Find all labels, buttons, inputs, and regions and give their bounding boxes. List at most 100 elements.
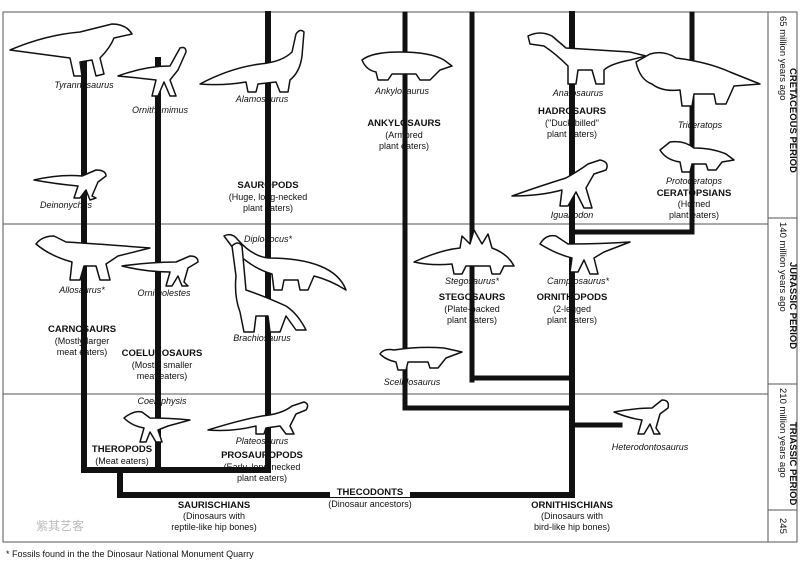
watermark: 紫其艺客	[36, 518, 84, 533]
group-saurischians: SAURISCHIANS (Dinosaurs with reptile-lik…	[171, 500, 257, 532]
svg-text:65 million years ago: 65 million years ago	[777, 16, 788, 101]
thecodonts-heading: THECODONTS	[337, 487, 404, 498]
svg-text:245: 245	[777, 518, 788, 534]
group-ornithischians: ORNITHISCHIANS (Dinosaurs with bird-like…	[531, 500, 613, 532]
heterodontosaurus-figure	[613, 399, 670, 435]
svg-text:ANKYLOSAURS: ANKYLOSAURS	[367, 118, 440, 129]
svg-text:bird-like hip bones): bird-like hip bones)	[534, 522, 610, 532]
label-allosaurus: Allosaurus*	[58, 285, 105, 295]
svg-text:plant eaters): plant eaters)	[379, 141, 429, 151]
camptosaurus-figure	[539, 234, 631, 275]
svg-text:COELUROSAURS: COELUROSAURS	[122, 348, 203, 359]
ankylosaurus-figure	[361, 51, 453, 81]
label-diplodocus: Diplodocus*	[244, 234, 293, 244]
label-ankylosaurus: Ankylosaurus	[374, 86, 430, 96]
svg-text:(Dinosaurs with: (Dinosaurs with	[541, 511, 603, 521]
svg-text:(Mostly smaller: (Mostly smaller	[132, 360, 193, 370]
svg-text:plant eaters): plant eaters)	[447, 315, 497, 325]
svg-text:PROSAUROPODS: PROSAUROPODS	[221, 450, 303, 461]
iguanodon-figure	[511, 159, 608, 209]
svg-text:("Duck-billed": ("Duck-billed"	[545, 118, 599, 128]
svg-text:CERATOPSIANS: CERATOPSIANS	[657, 188, 732, 199]
footnote: * Fossils found in the the Dinosaur Nati…	[6, 549, 254, 559]
svg-text:plant eaters): plant eaters)	[237, 473, 287, 483]
label-tyrannosaurus: Tyrannosaurus	[54, 80, 114, 90]
svg-text:(Horned: (Horned	[678, 199, 711, 209]
svg-text:plant eaters): plant eaters)	[669, 210, 719, 220]
svg-text:TRIASSIC PERIOD: TRIASSIC PERIOD	[787, 422, 798, 506]
group-theropods: THEROPODS (Meat eaters)	[92, 444, 152, 466]
svg-text:JURASSIC PERIOD: JURASSIC PERIOD	[787, 262, 798, 349]
period-cretaceous: 65 million years ago CRETACEOUS PERIOD	[777, 16, 798, 173]
group-coelurosaurs: COELUROSAURS (Mostly smaller meat eaters…	[122, 348, 203, 381]
svg-text:(Armored: (Armored	[385, 130, 423, 140]
label-heterodontosaurus: Heterodontosaurus	[612, 442, 689, 452]
ornitholestes-figure	[121, 255, 199, 287]
label-stegosaurus: Stegosaurus*	[445, 276, 500, 286]
coelophysis-figure	[123, 410, 191, 443]
svg-text:140 million years ago: 140 million years ago	[777, 222, 788, 312]
stegosaurus-figure	[413, 229, 515, 275]
label-protoceratops: Protoceratops	[666, 176, 723, 186]
svg-text:SAUROPODS: SAUROPODS	[237, 180, 298, 191]
svg-text:plant eaters): plant eaters)	[547, 129, 597, 139]
tyrannosaurus-figure	[9, 23, 133, 77]
svg-text:(Huge, long-necked: (Huge, long-necked	[229, 192, 308, 202]
silhouettes	[9, 23, 761, 443]
group-prosauropods: PROSAUROPODS (Early, long-necked plant e…	[221, 450, 303, 483]
svg-text:CRETACEOUS PERIOD: CRETACEOUS PERIOD	[787, 68, 798, 173]
protoceratops-figure	[659, 140, 735, 173]
label-camptosaurus: Camptosaurus*	[547, 276, 610, 286]
triceratops-figure	[635, 51, 761, 107]
plateosaurus-figure	[207, 401, 309, 435]
period-triassic: 210 million years ago TRIASSIC PERIOD	[777, 388, 798, 506]
label-triceratops: Triceratops	[678, 120, 723, 130]
svg-text:(Dinosaur ancestors): (Dinosaur ancestors)	[328, 499, 412, 509]
svg-text:(Mostly larger: (Mostly larger	[55, 336, 110, 346]
scelidosaurus-figure	[379, 346, 463, 371]
frame	[2, 11, 798, 543]
group-hadrosaurs: HADROSAURS ("Duck-billed" plant eaters)	[538, 106, 606, 139]
deinonychus-figure	[33, 169, 107, 201]
period-base-age: 245	[777, 518, 788, 534]
label-brachiosaurus: Brachiosaurus	[233, 333, 291, 343]
group-sauropods: SAUROPODS (Huge, long-necked plant eater…	[229, 180, 308, 213]
group-ceratopsians: CERATOPSIANS (Horned plant eaters)	[657, 188, 732, 220]
svg-text:SAURISCHIANS: SAURISCHIANS	[178, 500, 250, 511]
label-iguanodon: Iguanodon	[551, 210, 594, 220]
group-ornithopods: ORNITHOPODS (2-legged plant eaters)	[537, 292, 608, 325]
svg-text:ORNITHISCHIANS: ORNITHISCHIANS	[531, 500, 613, 511]
svg-text:(Dinosaurs with: (Dinosaurs with	[183, 511, 245, 521]
svg-text:ORNITHOPODS: ORNITHOPODS	[537, 292, 608, 303]
brachiosaurus-figure	[231, 242, 307, 333]
label-ornithomimus: Ornithomimus	[132, 105, 189, 115]
svg-text:reptile-like hip bones): reptile-like hip bones)	[171, 522, 257, 532]
label-alamosaurus: Alamosaurus	[235, 94, 289, 104]
label-scelidosaurus: Scelidosaurus	[384, 377, 441, 387]
group-carnosaurs: CARNOSAURS (Mostly larger meat eaters)	[48, 324, 116, 357]
svg-text:(Meat eaters): (Meat eaters)	[95, 456, 149, 466]
svg-text:meat eaters): meat eaters)	[137, 371, 188, 381]
label-coelophysis: Coelophysis	[137, 396, 187, 406]
group-stegosaurs: STEGOSAURS (Plate-backed plant eaters)	[439, 292, 506, 325]
group-labels: ANKYLOSAURS (Armored plant eaters) HADRO…	[48, 106, 731, 532]
diplodocus-figure	[223, 233, 347, 291]
svg-text:(Early, long-necked: (Early, long-necked	[224, 462, 301, 472]
ornithomimus-figure	[117, 46, 187, 97]
group-ankylosaurs: ANKYLOSAURS (Armored plant eaters)	[367, 118, 440, 151]
svg-text:THEROPODS: THEROPODS	[92, 444, 152, 455]
label-plateosaurus: Plateosaurus	[236, 436, 289, 446]
anatosaurus-figure	[527, 32, 647, 85]
svg-text:210 million years ago: 210 million years ago	[777, 388, 788, 478]
dinosaur-labels: Tyrannosaurus Ornithomimus Alamosaurus A…	[40, 80, 723, 452]
label-ornitholestes: Ornitholestes	[137, 288, 191, 298]
period-jurassic: 140 million years ago JURASSIC PERIOD	[777, 222, 798, 349]
svg-text:meat eaters): meat eaters)	[57, 347, 108, 357]
svg-text:CARNOSAURS: CARNOSAURS	[48, 324, 116, 335]
svg-text:(2-legged: (2-legged	[553, 304, 591, 314]
label-deinonychus: Deinonychus	[40, 200, 93, 210]
svg-text:plant eaters): plant eaters)	[243, 203, 293, 213]
svg-text:plant eaters): plant eaters)	[547, 315, 597, 325]
